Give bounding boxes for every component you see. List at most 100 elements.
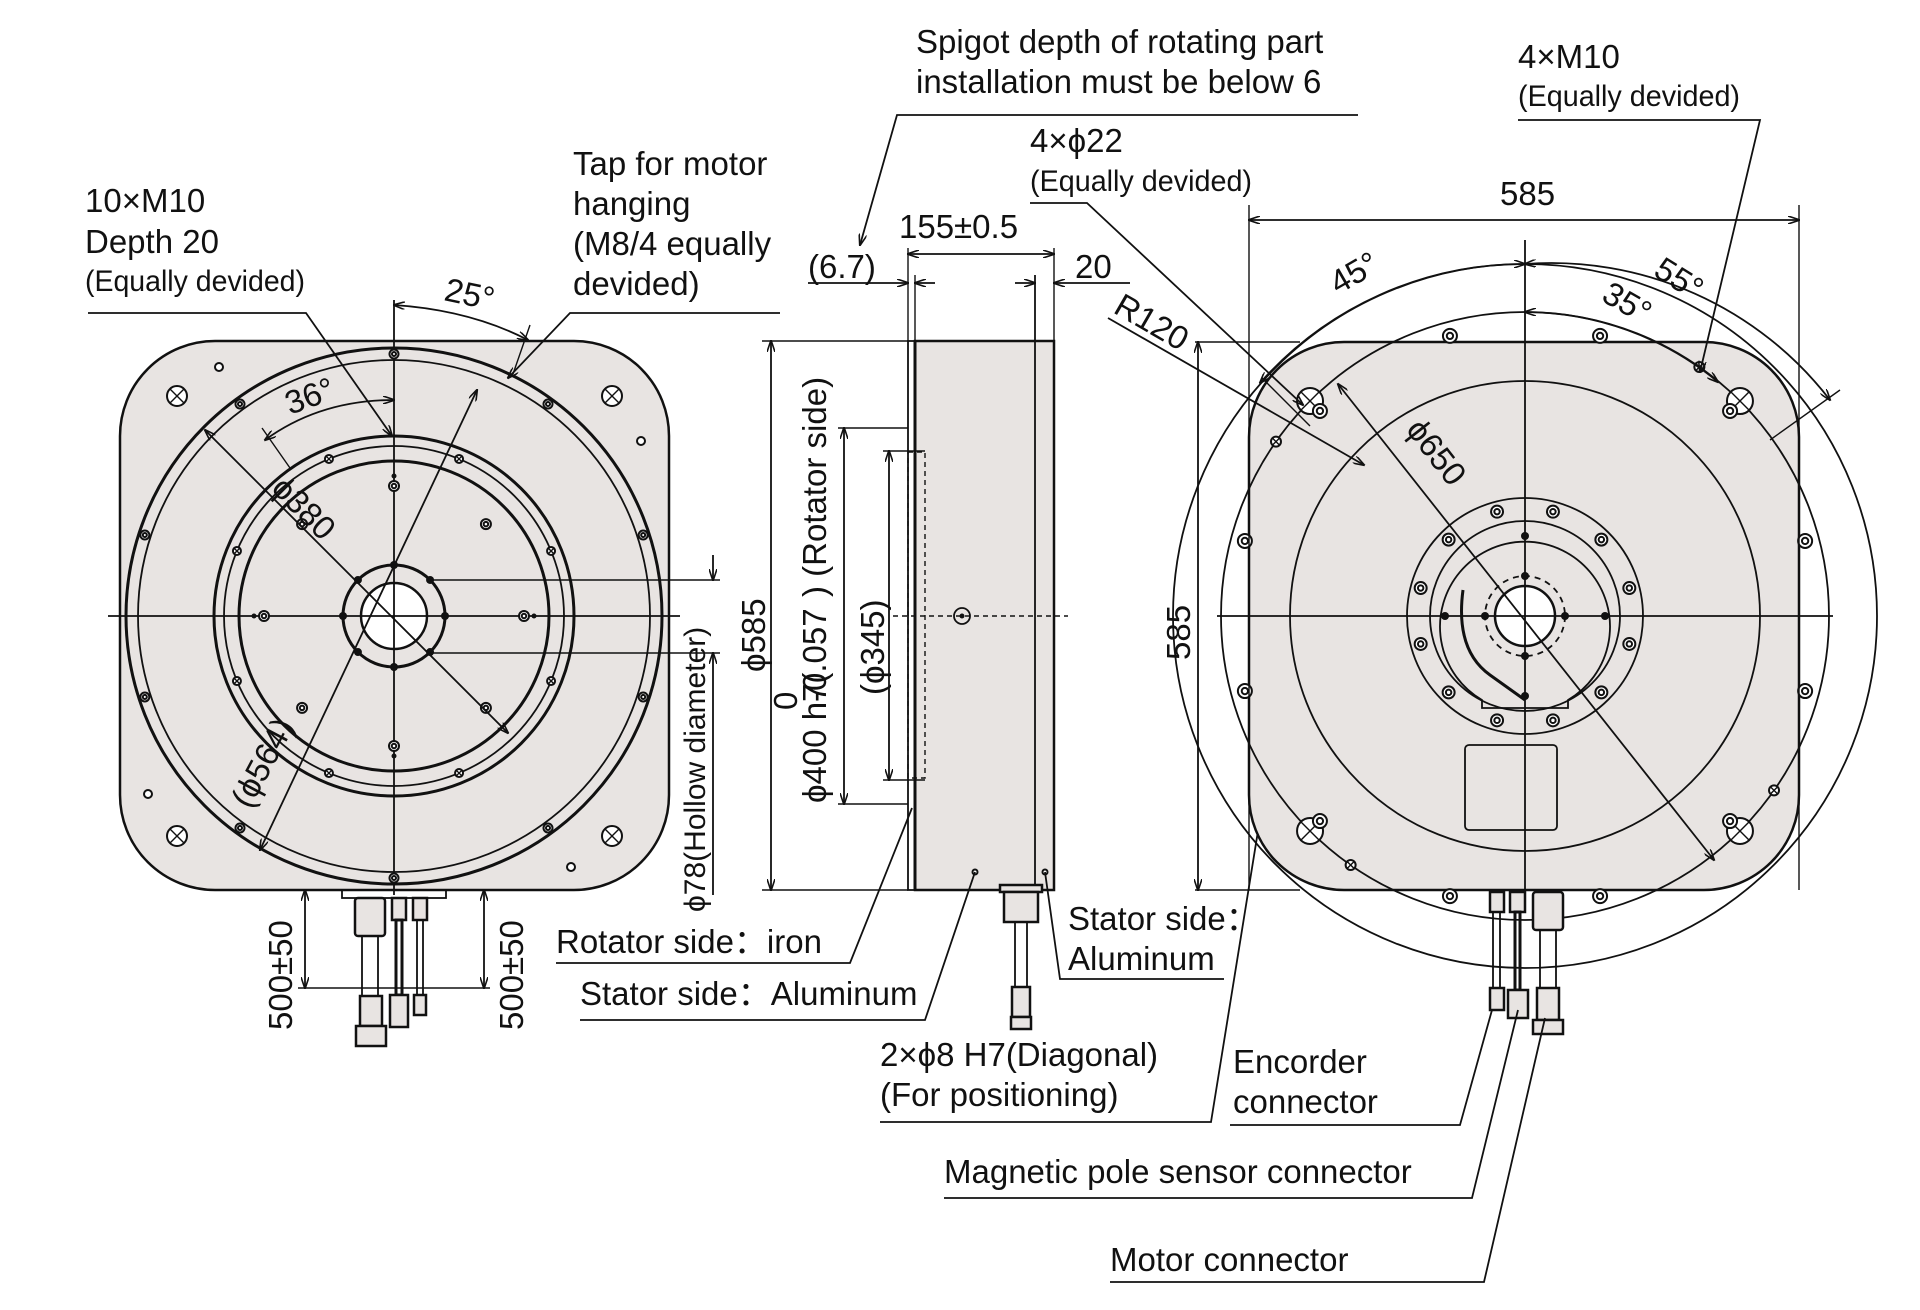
rear-hub-hole-inner [1444, 688, 1453, 697]
front-pin-hole [636, 436, 646, 446]
front-view-cables [353, 896, 429, 1048]
rear-bore-hole [1481, 612, 1489, 620]
rear-motor-connector [1535, 986, 1561, 1022]
front-inner-hole-inner [390, 482, 398, 490]
hanging-tap-callout-line2: hanging [573, 185, 690, 222]
side-connector [1010, 985, 1032, 1019]
rear-motor-gland [1531, 890, 1565, 932]
rear-encoder-hole [1521, 692, 1529, 700]
front-rotor-hole-cross-b [547, 677, 555, 685]
dia-400-main-label: ϕ400 h7( [796, 673, 833, 803]
front-m10-hole-inner [236, 401, 244, 408]
spigot-callout-line1: Spigot depth of rotating part [916, 23, 1323, 60]
front-corner-hole-cross-b [169, 828, 185, 844]
front-m10-hole-inner [141, 693, 148, 700]
rear-tapped-holes-callout-line1: 4×M10 [1518, 38, 1620, 75]
dia-585-label: ϕ585 [735, 598, 772, 672]
spigot-depth-label: (6.7) [808, 248, 876, 285]
motor-cable-gland [353, 896, 387, 938]
side-view: 155±0.5 (6.7) 20 Spigot depth of rotatin… [556, 23, 1358, 1123]
rear-hub-hole-inner [1444, 535, 1453, 544]
rear-hub-hole-inner [1549, 716, 1557, 725]
side-connector-end [1009, 1015, 1033, 1031]
front-m10-hole-inner [544, 824, 552, 831]
front-inner-hole-inner [390, 742, 398, 750]
magnetic-pole-connector-callout: Magnetic pole sensor connector [944, 1153, 1412, 1190]
front-small-hole [251, 613, 257, 619]
rear-hub-hole-inner [1416, 640, 1425, 648]
angle-55-arc [1525, 263, 1830, 400]
front-m10-hole-inner [141, 532, 148, 539]
rear-view-cables [1488, 890, 1565, 1036]
dia-400-tol-upper: 0 [767, 692, 804, 710]
rear-pole-gland [1508, 890, 1527, 914]
side-view-cables [998, 883, 1044, 1031]
rear-pole-connector [1506, 988, 1530, 1020]
motor-cable [361, 935, 379, 997]
motor-connector-leader [1110, 1017, 1546, 1283]
r120-label: R120 [1109, 286, 1196, 357]
positioning-pin [953, 607, 971, 625]
front-m10-hole-inner [640, 693, 647, 700]
angle-45-label: 45° [1323, 244, 1385, 301]
through-holes-callout-line2: (Equally devided) [1030, 165, 1252, 198]
front-corner-holes [143, 362, 646, 872]
encoder-connector-leader [1230, 1009, 1493, 1126]
rear-encoder-hole [1601, 612, 1609, 620]
front-small-hole [531, 613, 537, 619]
front-inner-hole-inner [520, 612, 528, 620]
pole-connector [388, 993, 410, 1029]
pole-cable-gland [390, 896, 408, 922]
rear-hub-hole-inner [1597, 688, 1606, 697]
stator-material-callout-a: Stator side：Aluminum [580, 975, 917, 1012]
rear-m10-hole-cross-b [1271, 437, 1281, 446]
front-rotor-hole-cross-b [547, 547, 555, 555]
positioning-pin-center [959, 613, 965, 619]
tapped-holes-callout-line1: 10×M10 [85, 182, 205, 219]
rear-outer-hole-inner [1240, 536, 1250, 546]
rotator-material-callout: Rotator side：iron [556, 923, 822, 960]
rear-encoder-cable [1492, 911, 1501, 991]
rear-bore-hole [1521, 572, 1529, 580]
front-hub-hole [339, 612, 347, 620]
rear-outer-hole-inner [1445, 891, 1455, 901]
front-pin-hole [143, 789, 153, 799]
front-inner-hole-inner [260, 612, 268, 620]
front-m10-hole-inner [640, 532, 647, 539]
rear-hub-hole-inner [1549, 507, 1557, 516]
front-m10-hole-inner [390, 350, 398, 358]
encoder-cable-gland [411, 896, 429, 922]
tapped-holes-callout-line3: (Equally devided) [85, 265, 305, 298]
rear-bore-hole [1561, 612, 1569, 620]
tapped-holes-leader [88, 312, 392, 436]
stator-material-leader-b [1044, 871, 1224, 980]
front-inner-hole-inner [298, 704, 306, 712]
stator-material-callout-b-line1: Stator side： [1068, 900, 1259, 937]
stator-material-leader-a [580, 871, 976, 1021]
rear-hub-hole-inner [1493, 716, 1501, 725]
front-m10-hole-inner [236, 824, 244, 831]
rear-hub-hole-inner [1625, 584, 1634, 592]
encoder-connector-callout-line1: Encorder [1233, 1043, 1367, 1080]
dia-564-line [260, 390, 477, 850]
rear-motor-cable [1539, 929, 1557, 991]
rear-encoder-connector [1488, 986, 1506, 1012]
angle-35-arc [1525, 312, 1718, 382]
front-pin-hole [214, 362, 224, 372]
front-m10-hole-inner [544, 401, 552, 408]
side-cable-gland [1002, 890, 1040, 924]
rear-tapped-holes-leader [1518, 119, 1762, 372]
stator-material-callout-b-line2: Aluminum [1068, 940, 1215, 977]
rotator-material-leader [556, 807, 913, 964]
dia-650-line [1338, 384, 1714, 860]
pole-cable [394, 918, 404, 997]
angle-45-ext [1261, 377, 1311, 427]
cable-length-right-label: 500±50 [493, 920, 530, 1030]
spigot-hidden-outline [907, 451, 926, 779]
rear-outer-hole-inner [1595, 331, 1605, 341]
front-view: 25° 36° ϕ380 (ϕ564) ϕ78(Hollow diameter)… [85, 145, 780, 1048]
rear-m10-hole-cross-b [1769, 786, 1779, 795]
magnetic-pole-connector-leader [944, 1009, 1519, 1199]
rear-encoder-hole [1521, 532, 1529, 540]
